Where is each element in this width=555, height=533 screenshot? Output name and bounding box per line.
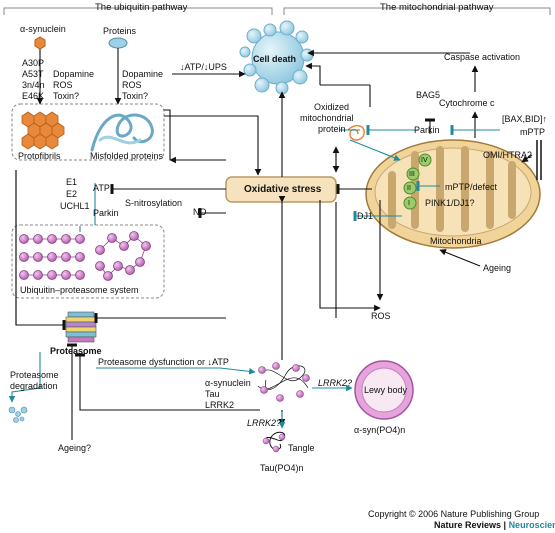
journal-credit: Nature Reviews | Neuroscience [434,520,555,530]
lrrk2-to-lewy: LRRK2? [318,378,353,388]
parkin-ups-label: Parkin [93,208,119,218]
pink1-dj1-label: PINK1/DJ1? [425,198,475,208]
complex-ii-label: II [407,185,411,192]
dj1-label: DJ1 [357,211,374,221]
proteasome-barrel [65,311,97,343]
complex-i-label: I [408,200,410,207]
lewy-body [354,360,414,420]
tangle-label: Tangle [288,443,315,453]
tau-po-label: Tau(PO4)n [260,463,304,473]
proteins-label: Proteins [103,26,137,36]
oxidative-stress-label: Oxidative stress [244,184,322,195]
misfolded-protein-ribbon [90,113,154,152]
mutation-a53t: A53T [22,69,44,79]
mutation-e46k: E46K [22,91,45,101]
ups-box [11,224,165,299]
misfolded-proteins-label: Misfolded proteins [90,151,164,161]
aggregate-tau: Tau [205,389,220,399]
electron-transport-complexes [403,153,432,210]
mitochondria-label: Mitochondria [430,236,482,246]
aggregation-box [11,103,165,161]
alpha-synuclein-label: α-synuclein [20,24,66,34]
protein-aggregate [257,362,310,402]
journal-name: Nature Reviews [434,520,502,530]
proteasome-label: Proteasome [50,346,102,356]
atp-ups-label: ↓ATP/↓UPS [180,62,227,72]
aggregate-lrrk2: LRRK2 [205,400,235,410]
header-brackets [3,7,551,15]
ubiquitin-chains [19,231,151,281]
cytochrome-c-label: Cytochrome c [439,98,495,108]
mptp-label: mPTP [520,127,546,137]
omi-htra2-label: OMI/HTRA2 [483,150,533,160]
header-mitochondrial-pathway: The mitochondrial pathway [380,2,494,13]
uchl1-label: UCHL1 [60,201,90,211]
header-ubiquitin-pathway: The ubiquitin pathway [95,2,188,13]
aggregate-alpha-synuclein: α-synuclein [205,378,251,388]
ageing-question-label: Ageing? [58,443,92,453]
e2-label: E2 [66,189,78,199]
parkin-mito-label: Parkin [414,125,440,135]
protofibrils-label: Protofibrils [18,151,61,161]
bax-bid-label: [BAX,BID]↑ [502,114,548,124]
ups-label: Ubiquitin–proteasome system [20,285,139,295]
alpha-syn-po-label: α-syn(PO4)n [354,425,406,435]
mutation-3n4n: 3n/4n [22,80,45,90]
oxidized-line2: mitochondrial [300,113,354,123]
degradation-fragments [8,406,28,423]
cell-death-cluster [239,20,314,95]
e1-label: E1 [66,177,78,187]
journal-separator: | [501,520,509,530]
oxidized-protein-swirl [347,124,365,141]
journal-section: Neuroscience [508,520,555,530]
complex-iv-label: IV [421,157,428,164]
factor-ros-left: ROS [53,80,73,90]
tangle-graphic [262,431,286,453]
mutation-a30p: A30P [22,58,45,68]
no-label: NO [193,207,207,217]
oxidized-line3: protein [318,124,346,134]
protofibril-hexagons [21,111,65,150]
complex-iii-label: III [409,171,415,178]
bag5-label: BAG5 [416,90,441,100]
atp-label: ATP [93,183,110,193]
mptp-defect-label: mPTP/defect [445,182,498,192]
proteins-ellipse [108,37,128,49]
factor-toxin-left: Toxin? [53,91,80,101]
caspase-activation-label: Caspase activation [444,52,521,62]
copyright-notice: Copyright © 2006 Nature Publishing Group [368,509,540,519]
factor-dopamine-right: Dopamine [122,69,164,79]
proteasome-degradation-line1: Proteasome [10,370,59,380]
factor-dopamine-left: Dopamine [53,69,95,79]
lewy-body-label: Lewy body [364,385,408,395]
alpha-synuclein-hexagon [34,36,46,50]
oxidized-line1: Oxidized [314,102,350,112]
teal-connectors [8,48,500,429]
proteasome-dysfunction-label: Proteasome dysfunction or ↓ATP [98,357,229,367]
proteasome-degradation-line2: degradation [10,381,58,391]
ros-label: ROS [371,311,391,321]
lrrk2-to-tangle: LRRK2? [247,418,282,428]
black-connectors [15,49,542,440]
ageing-label: Ageing [483,263,512,273]
factor-ros-right: ROS [122,80,142,90]
factor-toxin-right: Toxin? [122,91,149,101]
cell-death-label: Cell death [253,54,297,64]
s-nitrosylation-label: S-nitrosylation [125,198,183,208]
